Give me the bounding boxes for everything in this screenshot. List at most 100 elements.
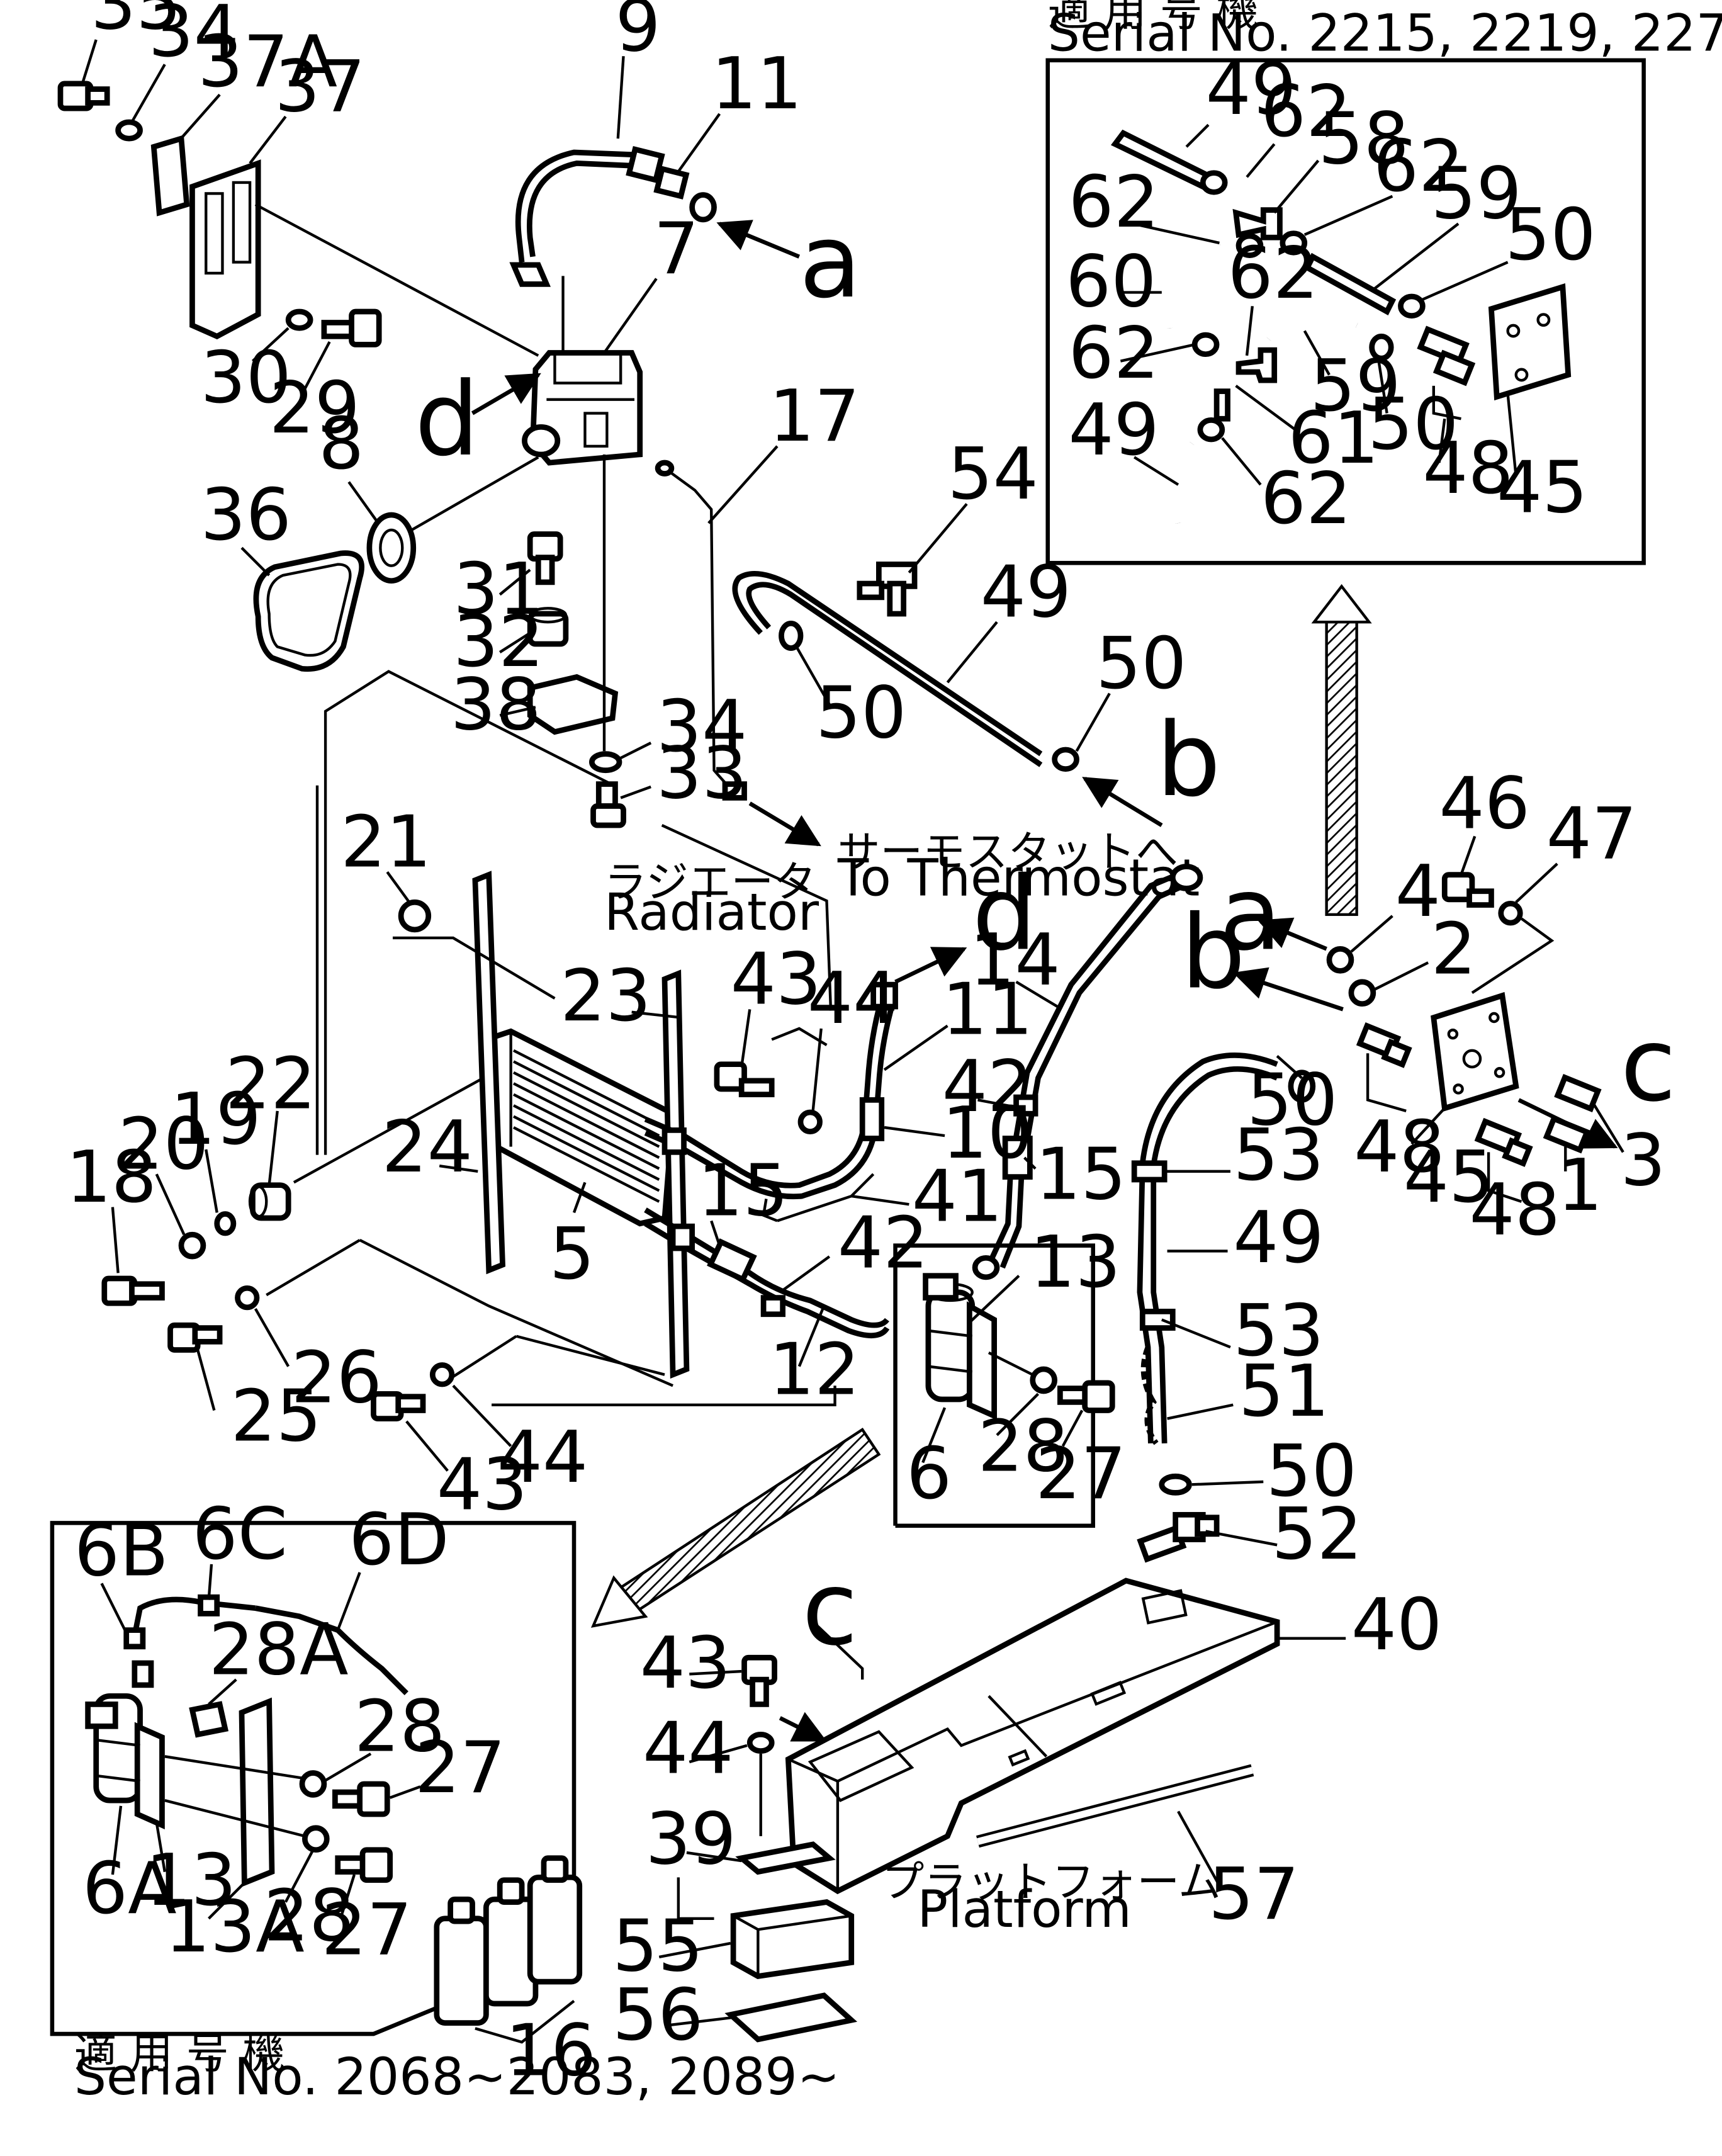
callout-17: 17 [769,375,860,458]
bolt-33 [590,781,626,828]
washer-20 [178,1231,206,1260]
inset-callout-6d: 6D [349,1498,449,1581]
callout-15-left: 15 [697,1149,788,1233]
callout-44-mid: 44 [808,957,898,1040]
nut-4 [1326,946,1354,974]
callout-7: 7 [654,207,699,290]
clip-42-lower [760,1295,785,1318]
inset-top-frame [1045,58,1646,565]
spacer-28a [189,1701,229,1738]
inset-callout-50-b: 50 [1368,383,1458,466]
callout-53-upper: 53 [1233,1114,1324,1197]
plate-39 [735,1841,836,1875]
callout-36: 36 [201,473,291,556]
bracket-37 [189,159,261,340]
callout-43-mid: 43 [731,938,821,1021]
inset-bottom-parts [85,1594,408,1887]
fitting-48-upper [1356,1022,1412,1112]
big-arrow-up [1311,584,1372,917]
tank-detail-frame [893,1243,1095,1528]
inset-callout-6b: 6B [74,1509,169,1592]
callout-40: 40 [1351,1583,1442,1666]
callout-21: 21 [340,801,431,884]
washer-44-left [429,1362,455,1387]
inset-callout-28-a: 28 [354,1685,445,1768]
callout-16: 16 [505,2009,596,2092]
callout-55: 55 [612,1905,703,1988]
plate-37a [150,135,190,217]
callout-48-lower: 48 [1470,1168,1560,1251]
callout-31: 31 [453,548,544,631]
bolt-35 [57,81,110,111]
inset-callout-62-c: 62 [1068,161,1159,244]
inset-callout-13: 13 [145,1839,236,1922]
pulley-8 [366,512,417,584]
washer-28 [1030,1366,1057,1394]
platform-40 [785,1577,1280,1895]
bolt-43-left [371,1391,426,1421]
callout-51: 51 [1239,1350,1329,1433]
top-serial-note-jp: 適 用 号 機 [1048,0,1259,36]
callout-9: 9 [615,0,660,67]
callout-57: 57 [1208,1853,1299,1936]
callout-13: 13 [1030,1221,1120,1304]
callout-24: 24 [382,1105,473,1188]
inset-callout-62-f: 62 [1261,457,1351,540]
hose-49-right [1131,1053,1316,1445]
callout-53-lower: 53 [1233,1289,1324,1372]
arrow-label-a-top: a [799,203,862,321]
callout-32: 32 [453,600,544,683]
washer-26 [235,1285,260,1311]
callout-37: 37 [274,45,365,128]
bolt-25 [167,1322,223,1353]
callout-12: 12 [769,1328,860,1411]
callout-42-upper: 42 [942,1045,1033,1128]
arrow-label-c-right: c [1621,1006,1677,1124]
belt-36 [253,550,365,672]
hose-49-upper [732,570,1079,772]
main-part-labels: 35 34 37A 37 9 11 7 30 29 8 36 31 32 38 … [66,0,1666,2092]
bolt-27 [1057,1380,1115,1413]
radiator-label-jp: ラジエータ [604,857,816,907]
callout-56: 56 [612,1973,703,2057]
callout-26: 26 [291,1336,382,1419]
callout-25: 25 [231,1374,322,1457]
callout-39: 39 [645,1798,736,1881]
inset-callout-49-b: 49 [1068,388,1159,471]
inset-callout-6a: 6A [82,1847,177,1930]
cushion-22 [248,1182,291,1221]
inset-callout-49-a: 49 [1206,48,1297,131]
fitting-1 [1543,1115,1591,1154]
bolt-43-mid [714,1061,775,1098]
callout-14: 14 [969,918,1060,1002]
inset-top-labels: 49 62 58 62 59 62 50 60 62 62 59 50 61 4… [1066,48,1596,540]
callout-44-left: 44 [497,1416,588,1499]
callout-33: 33 [656,731,747,815]
callout-52: 52 [1271,1493,1362,1576]
callout-19: 19 [171,1078,261,1161]
radiator-label: Radiator [604,883,819,942]
receiver-tank-6 [923,1273,997,1420]
arrow-label-a-right: a [1219,855,1281,973]
bolt-31 [527,531,563,585]
inset-callout-62-b: 62 [1373,125,1464,208]
callout-29: 29 [269,366,360,449]
refrigerant-cans-16 [434,1855,583,2044]
box-55 [730,1899,855,1979]
radiator-outline [315,670,836,1406]
washer-47 [1498,901,1523,926]
hose-9 [509,145,717,287]
inset-callout-50-a: 50 [1505,193,1595,276]
callout-15-right: 15 [1035,1133,1126,1216]
bottom-serial-note-jp: 適 用 号 機 [74,2029,285,2079]
callout-5: 5 [549,1212,595,1295]
callout-50-c: 50 [1247,1059,1337,1142]
inset-callout-58: 58 [1319,97,1409,180]
callout-6: 6 [906,1432,952,1515]
callout-54: 54 [947,432,1038,516]
callout-34-top: 34 [149,0,239,73]
callout-44-bottom: 44 [643,1707,733,1790]
bracket-38 [527,674,619,735]
fitting-48-lower [1474,1117,1533,1203]
callout-27: 27 [1035,1432,1126,1515]
